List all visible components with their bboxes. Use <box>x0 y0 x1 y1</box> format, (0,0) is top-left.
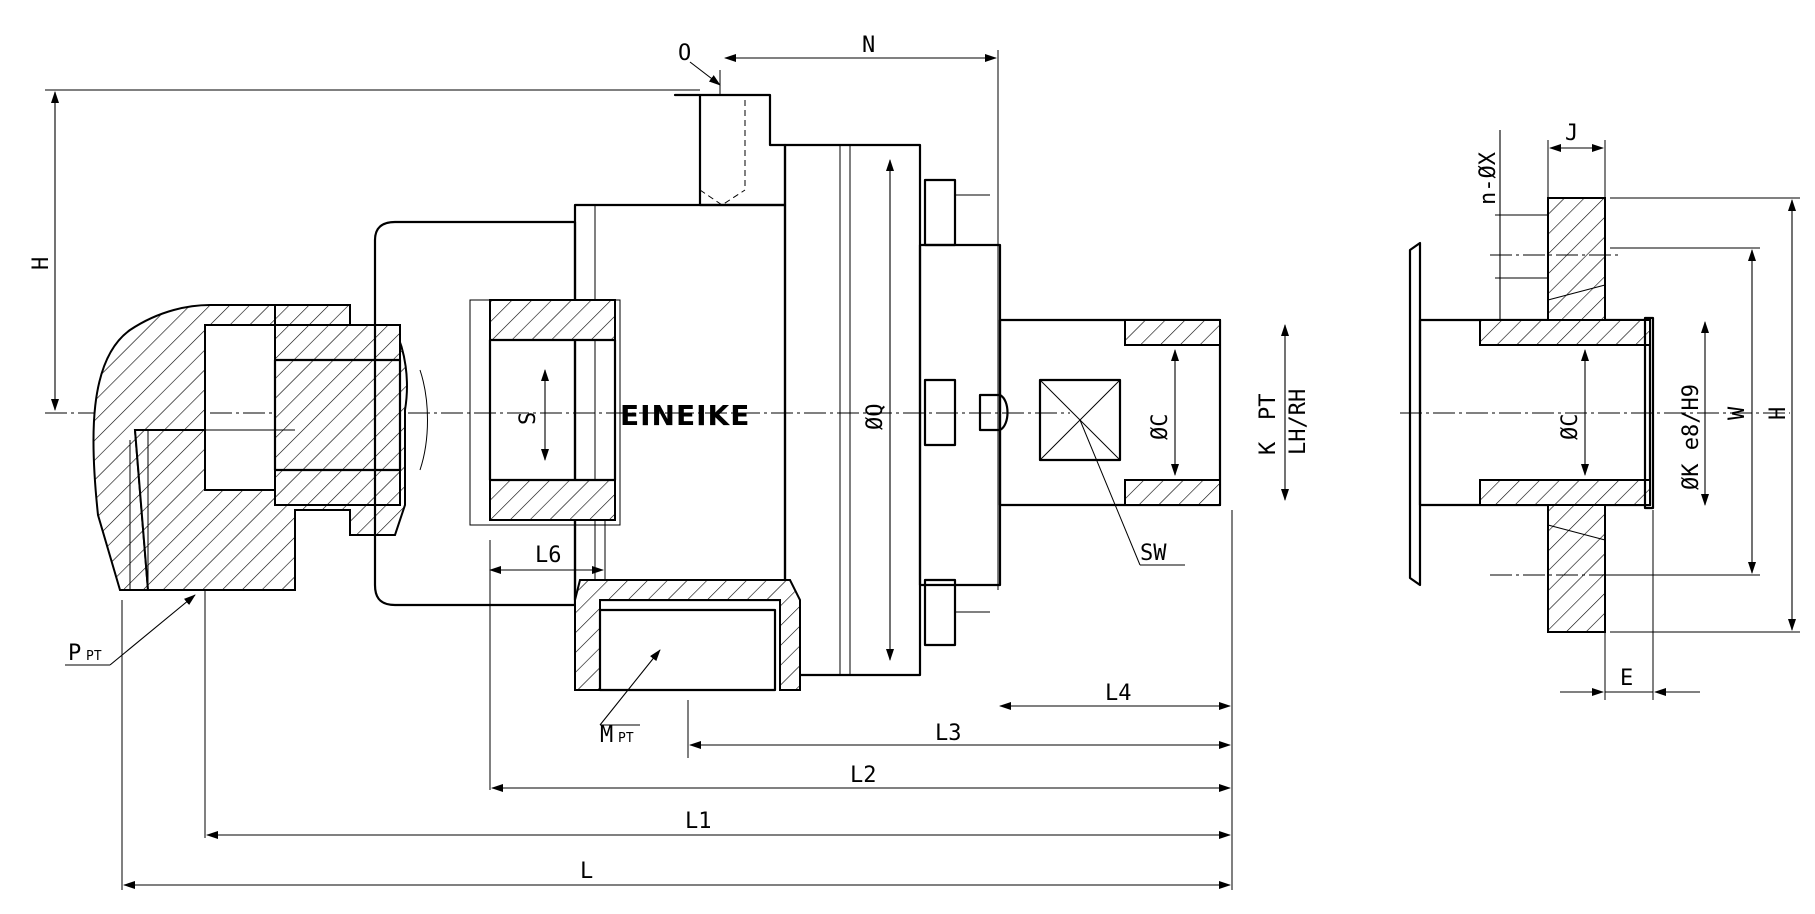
elbow-thread-bottom <box>274 469 401 506</box>
flange-bottom <box>1547 504 1606 633</box>
label-L1: L1 <box>685 809 712 834</box>
label-C-flange: ØC <box>1558 414 1583 441</box>
label-nX: n-ØX <box>1476 151 1501 205</box>
label-L3: L3 <box>935 721 962 746</box>
label-PT: PT <box>1256 394 1281 421</box>
label-P: P <box>68 641 81 666</box>
flange-view: n-ØX J ØC ØK e8/H9 W H E <box>1400 121 1800 700</box>
brand-text: EINEIKE <box>620 399 750 432</box>
top-port: O <box>673 41 787 207</box>
flange-top <box>1547 197 1606 321</box>
label-W: W <box>1725 406 1750 420</box>
label-S: S <box>516 412 541 425</box>
outlet-spindle: ØC K PT LH/RH SW <box>998 318 1311 566</box>
label-SW: SW <box>1140 541 1167 566</box>
leader-P <box>109 594 196 666</box>
label-P-sub: PT <box>86 649 102 664</box>
elbow-fitting <box>92 304 408 591</box>
label-O: O <box>678 41 691 66</box>
inlet-nut: S <box>469 299 621 526</box>
bottom-port: M PT <box>574 579 801 748</box>
label-LHRH: LH/RH <box>1286 389 1311 455</box>
label-Ke8: ØK e8/H9 <box>1679 384 1704 490</box>
label-J: J <box>1565 121 1578 146</box>
outlet-sleeve <box>918 243 1002 587</box>
label-H-left: H <box>29 257 54 270</box>
label-M-sub: PT <box>618 731 634 746</box>
label-L: L <box>580 859 593 884</box>
label-E: E <box>1620 666 1633 691</box>
label-L2: L2 <box>850 763 877 788</box>
main-view: S EINEIKE O ØQ <box>29 33 1311 890</box>
label-C-main: ØC <box>1148 414 1173 441</box>
label-M: M <box>600 723 613 748</box>
label-Q: ØQ <box>863 404 888 431</box>
label-L4: L4 <box>1105 681 1132 706</box>
elbow-thread-top <box>274 324 401 361</box>
label-K: K <box>1256 441 1281 455</box>
label-L6: L6 <box>535 543 562 568</box>
main-flange: ØQ <box>783 143 922 677</box>
label-H-right: H <box>1766 407 1791 420</box>
label-N: N <box>862 33 875 58</box>
